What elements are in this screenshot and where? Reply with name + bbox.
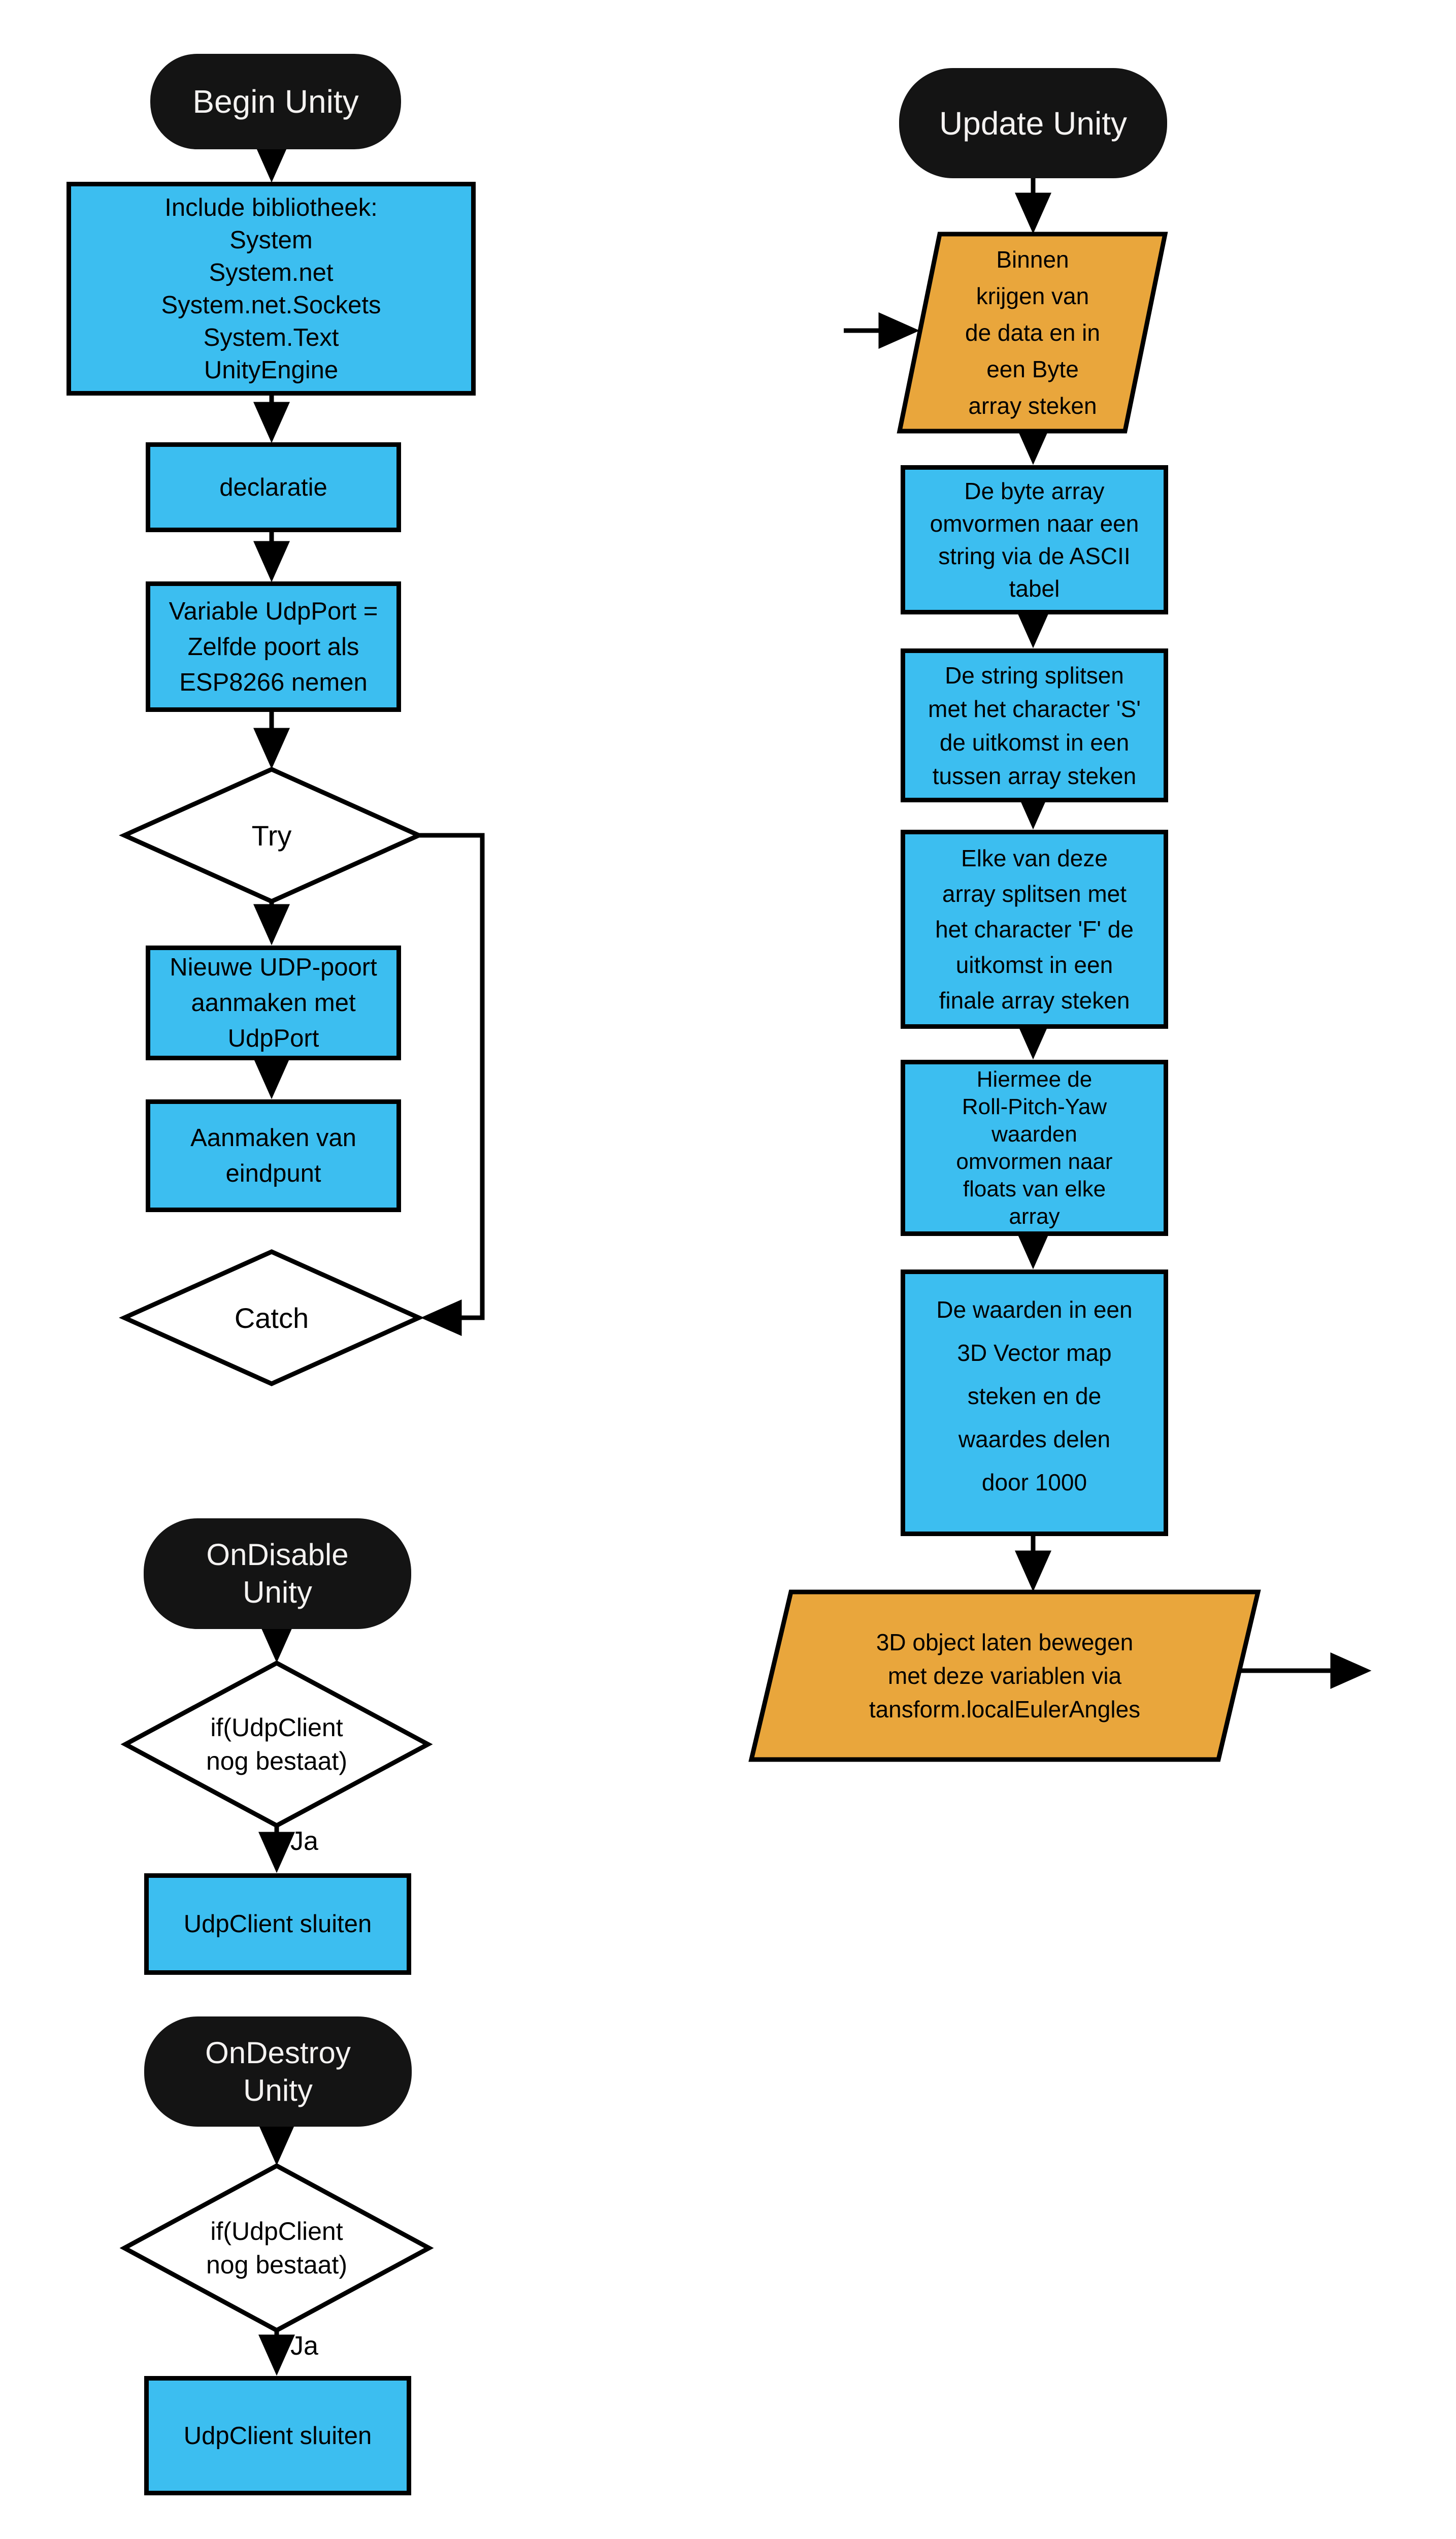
decision-try (118, 767, 425, 904)
process-include-bibliotheek: Include bibliotheek: System System.net S… (67, 182, 476, 396)
terminator-update-unity: Update Unity (899, 68, 1167, 178)
io-move-object (748, 1589, 1261, 1762)
decision-if-udpclient-1 (120, 1660, 433, 1829)
terminator-begin-unity: Begin Unity (150, 54, 401, 149)
terminator-ondestroy-unity: OnDestroy Unity (144, 2016, 412, 2127)
branch-label-ja-2: Ja (290, 2331, 318, 2361)
decision-if-udpclient-2 (119, 2163, 434, 2333)
branch-label-ja-1: Ja (290, 1827, 318, 1856)
process-udpclient-sluiten-2: UdpClient sluiten (144, 2376, 411, 2495)
io-move-object-label: 3D object laten bewegen met deze variabl… (869, 1629, 1141, 1722)
process-3d-vector-map: De waarden in een 3D Vector map steken e… (901, 1270, 1168, 1536)
decision-catch (118, 1249, 425, 1386)
decision-if-udpclient-1-label: if(UdpClient nog bestaat) (206, 1713, 347, 1775)
io-receive-data-label: Binnen krijgen van de data en in een Byt… (965, 246, 1100, 419)
process-nieuwe-udp-poort: Nieuwe UDP-poort aanmaken met UdpPort (146, 946, 401, 1060)
process-split-character-f: Elke van deze array splitsen met het cha… (901, 830, 1168, 1029)
decision-if-udpclient-2-label: if(UdpClient nog bestaat) (206, 2217, 347, 2279)
connector-try-catch (419, 833, 485, 1336)
process-byte-to-string: De byte array omvormen naar een string v… (901, 465, 1168, 614)
process-declaratie: declaratie (146, 442, 401, 532)
process-variable-udpport: Variable UdpPort = Zelfde poort als ESP8… (146, 581, 401, 712)
io-receive-data (897, 232, 1168, 434)
process-split-character-s: De string splitsen met het character 'S'… (901, 648, 1168, 802)
terminator-ondisable-unity: OnDisable Unity (144, 1518, 411, 1629)
decision-try-label: Try (251, 819, 292, 852)
process-aanmaken-eindpunt: Aanmaken van eindpunt (146, 1099, 401, 1212)
process-roll-pitch-yaw-floats: Hiermee de Roll-Pitch-Yaw waarden omvorm… (901, 1060, 1168, 1236)
decision-catch-label: Catch (234, 1301, 309, 1334)
process-udpclient-sluiten-1: UdpClient sluiten (144, 1873, 411, 1975)
